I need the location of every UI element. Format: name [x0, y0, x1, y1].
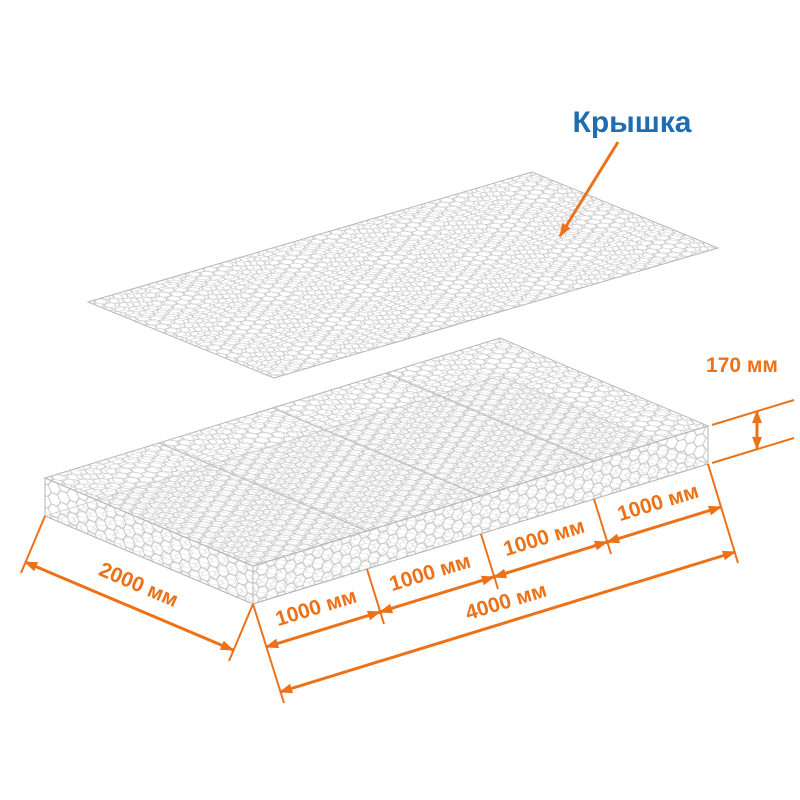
lid-mesh-moire-texture: [88, 171, 718, 379]
segment-tick-arrow-3a: [593, 540, 609, 551]
lid-callout: Крышка: [558, 106, 692, 237]
length-dimension-label: 4000 мм: [463, 579, 550, 625]
segment-tick-arrow-2b: [492, 568, 508, 579]
segment-tick-arrow-2a: [480, 575, 496, 586]
mattress-box: [43, 337, 710, 605]
segment-extension-0: [252, 603, 285, 704]
segment-tick-arrow-3b: [605, 533, 621, 544]
segment-tick-arrow-1a: [366, 610, 382, 621]
lid-outline: [86, 171, 720, 379]
box-partition-3: [385, 372, 595, 462]
width-dimension-arrow: [23, 560, 235, 652]
width-extension-right: [228, 603, 254, 662]
lid-mesh-panel: [86, 171, 720, 379]
dimension-height-170: 170 мм: [706, 354, 795, 464]
height-extension-bottom: [711, 437, 795, 464]
segment-extension-4: [707, 463, 739, 564]
length-dimension-arrow: [278, 550, 737, 694]
segment-tick-arrow-1b: [378, 603, 394, 614]
box-partition-2: [272, 407, 482, 497]
height-dimension-label: 170 мм: [706, 354, 778, 377]
lid-label: Крышка: [573, 106, 692, 139]
lid-pointer-arrow: [558, 141, 620, 237]
height-extension-top: [711, 399, 795, 426]
